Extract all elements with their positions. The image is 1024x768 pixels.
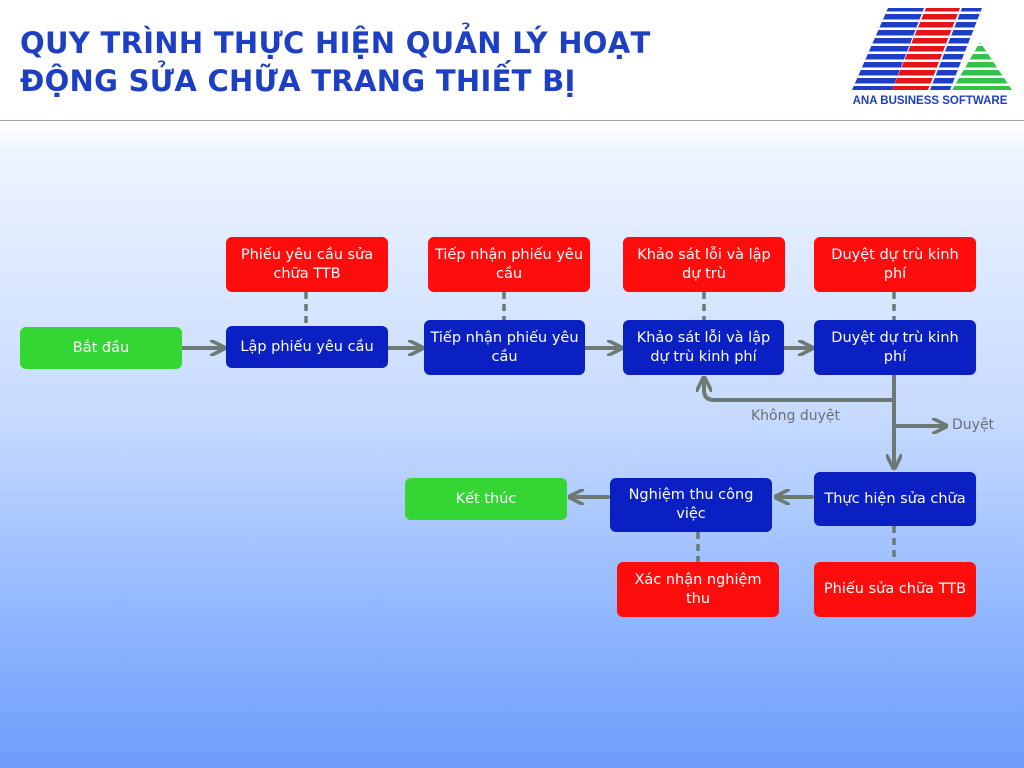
doc-approve-form: Duyệt dự trù kinh phí xyxy=(814,237,976,292)
logo-text: ANA BUSINESS SOFTWARE xyxy=(852,95,1008,107)
doc-request-form: Phiếu yêu cầu sửa chữa TTB xyxy=(226,237,388,292)
arrow-rejected-loop xyxy=(704,373,896,402)
label-approved: Duyệt xyxy=(952,417,995,433)
doc-receive-form: Tiếp nhận phiếu yêu cầu xyxy=(428,237,590,292)
node-acceptance: Nghiệm thu công việc xyxy=(610,478,772,532)
node-end: Kết thúc xyxy=(405,478,567,520)
label-rejected: Không duyệt xyxy=(751,408,840,424)
node-create-request: Lập phiếu yêu cầu xyxy=(226,326,388,368)
doc-repair-form: Phiếu sửa chữa TTB xyxy=(814,562,976,617)
doc-survey-form: Khảo sát lỗi và lập dự trù xyxy=(623,237,785,292)
node-survey: Khảo sát lỗi và lập dự trù kinh phí xyxy=(623,320,784,375)
page-title: QUY TRÌNH THỰC HIỆN QUẢN LÝ HOẠT ĐỘNG SỬ… xyxy=(20,24,780,100)
header-divider xyxy=(0,120,1024,121)
doc-acceptance-form: Xác nhận nghiệm thu xyxy=(617,562,779,617)
node-repair: Thực hiện sửa chữa xyxy=(814,472,976,526)
arrow-approved xyxy=(892,398,944,426)
node-start: Bắt đầu xyxy=(20,327,182,369)
page-title-line-2: ĐỘNG SỬA CHỮA TRANG THIẾT BỊ xyxy=(20,64,576,98)
ana-logo-icon xyxy=(852,8,1012,90)
header xyxy=(0,0,1024,120)
page-title-line-1: QUY TRÌNH THỰC HIỆN QUẢN LÝ HOẠT xyxy=(20,26,651,60)
node-receive-request: Tiếp nhận phiếu yêu cầu xyxy=(424,320,585,375)
node-approve: Duyệt dự trù kinh phí xyxy=(814,320,976,375)
